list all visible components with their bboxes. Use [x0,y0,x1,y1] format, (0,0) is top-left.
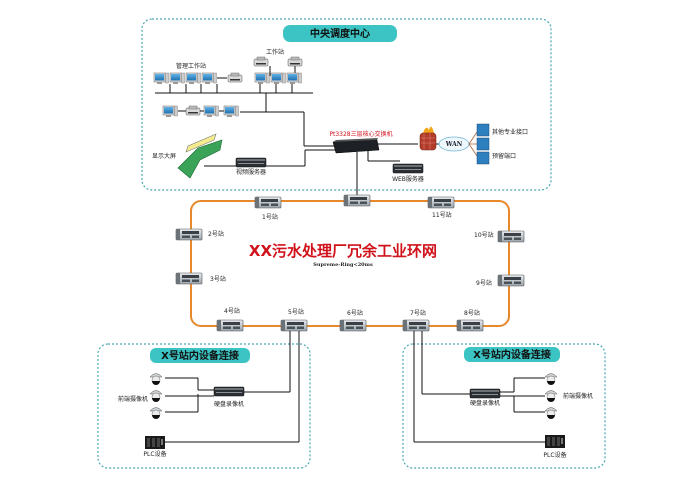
plc-icon [145,436,165,449]
printer-icon [185,105,201,116]
station-left-region [97,343,311,469]
camera-icon [149,407,163,420]
ring-subtitle: Supreme-Ring<20ms [313,262,373,268]
nvr-icon [469,388,501,399]
station-left-wiring [165,331,300,443]
management-pc-icon [185,72,201,85]
video-server-icon [235,157,267,168]
pc-icon [162,105,178,118]
station-left-header: X号站内设备连接 [161,349,239,362]
station-left-header-pill [150,348,250,363]
video-server-label: 视频服务器 [236,168,266,176]
station-7-label: 7号站 [410,309,426,317]
station-6-label: 6号站 [347,309,363,317]
wan-links [468,131,478,157]
station-8-label: 8号站 [464,309,480,317]
camera-icon [149,390,163,403]
station-6-switch-icon [339,319,367,332]
station-right-nvr-label: 硬盘录像机 [470,399,500,407]
display-wall-icon [177,133,223,179]
station-3-switch-icon [175,272,203,285]
camera-icon [544,373,558,386]
management-pc-icon [153,72,169,85]
station-right-camera-label: 前端摄像机 [563,392,593,400]
station-right-plc-label: PLC设备 [543,451,566,459]
station-2-label: 2号站 [208,230,224,238]
station-9-label: 9号站 [476,279,492,287]
management-pc-icon [169,72,185,85]
wan-label: WAN [445,141,463,148]
station-10-label: 10号站 [474,231,494,239]
central-header: 中央调度中心 [310,27,370,40]
station-11-switch-icon [427,196,455,209]
printer-icon [287,56,303,67]
camera-icon [544,407,558,420]
station-left-camera-label: 前端摄像机 [118,395,148,403]
core-switch-label: Pt3328三层核心交换机 [329,130,392,138]
workstation-pc-icon [286,72,302,85]
station-left-plc-label: PLC设备 [143,450,166,458]
station-11-label: 11号站 [432,211,452,219]
workstation-pc-icon [254,72,270,85]
ring-title: XX污水处理厂冗余工业环网 [249,242,437,260]
station-7-switch-icon [402,319,430,332]
management-workstation-label: 管理工作站 [176,62,206,70]
central-dispatch-region [141,18,552,191]
station-9-switch-icon [497,274,525,287]
firewall-icon [419,126,437,151]
printer-icon [253,56,269,67]
printer-icon [227,72,243,83]
pc-icon [203,105,219,118]
central-header-pill [283,25,397,42]
station-right-header: X号站内设备连接 [473,348,551,361]
station-right-header-pill [464,347,560,362]
station-8-switch-icon [456,319,484,332]
camera-icon [544,390,558,403]
station-right-region [402,343,606,469]
station-3-label: 3号站 [210,275,226,283]
station-10-switch-icon [497,230,525,243]
nvr-icon [213,386,245,397]
core-switch-icon [332,138,380,154]
reserved-port-label: 预留端口 [492,152,516,160]
station-right-wiring [413,331,545,443]
ring-core-switch-icon [343,194,371,207]
station-1-label: 1号站 [262,213,278,221]
workstation-label: 工作站 [266,48,284,56]
pc-icon [223,105,239,118]
station-1-switch-icon [254,196,282,209]
display-wall-label: 显示大屏 [152,152,176,160]
web-server-label: WEB服务器 [392,175,424,183]
remote-switch-stack-icon [476,123,490,165]
station-5-label: 5号站 [288,308,304,316]
station-2-switch-icon [175,228,203,241]
station-4-label: 4号站 [224,307,240,315]
camera-icon [149,373,163,386]
station-left-nvr-label: 硬盘录像机 [214,400,244,408]
station-5-switch-icon [280,319,308,332]
plc-icon [545,435,565,448]
web-server-icon [392,163,424,174]
management-pc-icon [201,72,217,85]
station-4-switch-icon [216,319,244,332]
other-interface-label: 其他专业接口 [492,128,528,136]
workstation-pc-icon [270,72,286,85]
